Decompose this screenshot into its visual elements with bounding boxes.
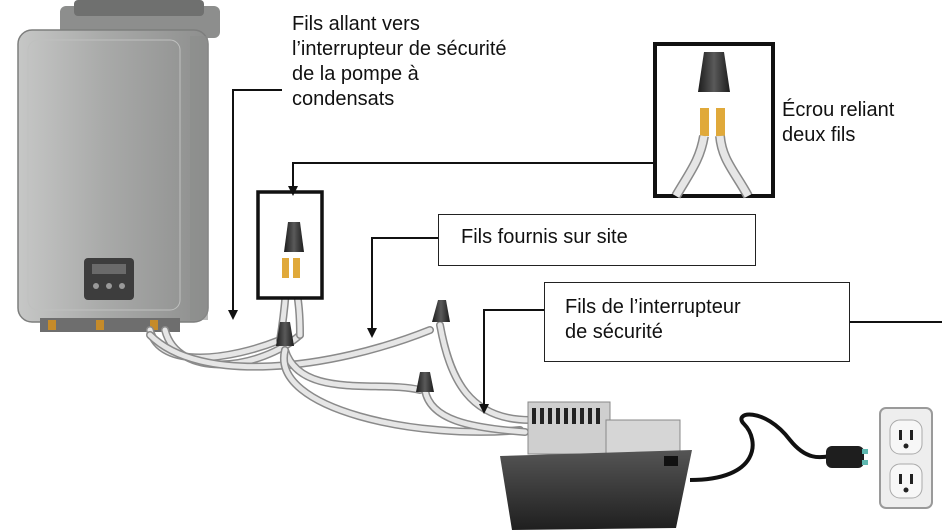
arrow-heads (228, 186, 489, 414)
wire-bundle (146, 274, 534, 436)
power-plug-icon (689, 412, 868, 482)
wire-nut-icon (276, 300, 450, 392)
water-heater-icon (17, 0, 220, 332)
safety-switch-wires-label: Fils de l’interrupteur de sécurité (544, 282, 850, 362)
field-wires-label: Fils fournis sur site (438, 214, 756, 266)
junction-box-icon (256, 190, 324, 300)
condensate-pump-icon (500, 401, 692, 530)
leader-lines (232, 89, 942, 406)
condensate-switch-wires-label: Fils allant vers l’interrupteur de sécur… (292, 13, 507, 110)
wire-nut-detail-inset (653, 42, 775, 199)
wall-outlet-icon (879, 407, 933, 509)
wire-nut-label: Écrou reliant deux fils (782, 99, 895, 146)
